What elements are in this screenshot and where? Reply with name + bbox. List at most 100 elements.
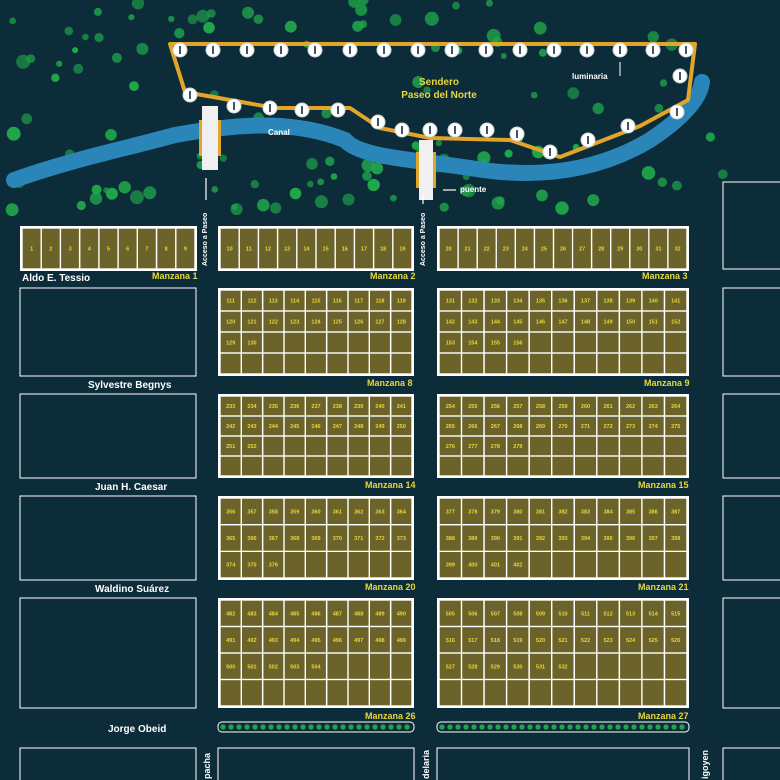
lot-parcel (99, 228, 118, 269)
lot-parcel (665, 498, 687, 524)
lot-number: 387 (671, 509, 680, 515)
lot-parcel (220, 396, 241, 416)
lot-parcel (507, 627, 529, 653)
lot-number: 124 (311, 320, 321, 326)
tree-icon (324, 724, 330, 730)
lot-parcel (642, 311, 664, 332)
lot-parcel (242, 653, 262, 679)
tree-icon (575, 724, 581, 730)
tree-icon (535, 724, 541, 730)
lot-parcel (391, 290, 412, 311)
lot-parcel (391, 332, 412, 353)
lot-parcel (462, 311, 484, 332)
tree-icon (230, 203, 243, 216)
lot-number: 153 (446, 341, 455, 347)
lot-number: 141 (671, 299, 680, 305)
lot-number: 134 (513, 299, 523, 305)
tree-icon (591, 724, 597, 730)
lot-number: 140 (649, 299, 658, 305)
lot-parcel (642, 653, 664, 679)
lot-number: 15 (323, 247, 329, 253)
lot-parcel (242, 436, 262, 456)
tree-icon (316, 724, 322, 730)
lot-number: 240 (375, 404, 384, 410)
lot-parcel (327, 396, 348, 416)
lot-number: 248 (354, 424, 363, 430)
tree-icon (16, 54, 31, 69)
lot-parcel (507, 600, 529, 626)
tree-icon (355, 3, 368, 16)
lot-parcel (176, 228, 195, 269)
tree-icon (64, 26, 74, 36)
lot-number: 119 (397, 299, 406, 305)
lot-parcel (642, 416, 664, 436)
lot-parcel (529, 680, 551, 706)
lot-parcel (263, 600, 284, 626)
lot-parcel (297, 228, 316, 269)
lot-number: 269 (536, 424, 545, 430)
lot-parcel (535, 228, 553, 269)
lot-number: 530 (513, 664, 522, 670)
tree-icon (73, 63, 84, 74)
tree-icon (5, 203, 19, 217)
lot-number: 154 (468, 341, 478, 347)
tree-icon (424, 11, 439, 26)
lot-parcel (439, 498, 461, 524)
lot-parcel (242, 396, 262, 416)
lot-parcel (263, 680, 284, 706)
lot-parcel (575, 396, 597, 416)
lot-number: 523 (604, 638, 613, 644)
tree-icon (527, 724, 533, 730)
tree-icon (252, 724, 258, 730)
lot-number: 256 (491, 404, 500, 410)
lot-parcel (327, 552, 348, 578)
lot-parcel (284, 680, 305, 706)
lot-parcel (306, 416, 326, 436)
tree-icon (447, 724, 453, 730)
lot-number: 491 (226, 638, 235, 644)
lot-parcel (462, 456, 484, 476)
lot-parcel (327, 653, 348, 679)
lot-number: 522 (581, 638, 590, 644)
tree-icon (543, 724, 549, 730)
lot-parcel (263, 653, 284, 679)
tree-icon (718, 169, 728, 179)
lot-parcel (620, 653, 642, 679)
lot-parcel (462, 627, 484, 653)
tree-icon (348, 724, 354, 730)
lot-parcel (439, 332, 461, 353)
lot-number: 152 (671, 320, 680, 326)
block-label-manzana-9: Manzana 9 (644, 378, 690, 388)
lot-number: 245 (290, 424, 299, 430)
lot-parcel (529, 653, 551, 679)
lamp-label: luminaria (572, 72, 608, 81)
lot-number: 257 (513, 404, 522, 410)
tree-icon (342, 193, 355, 206)
lot-number: 495 (311, 638, 320, 644)
tree-icon (592, 102, 604, 115)
tree-icon (51, 73, 60, 83)
lot-number: 361 (333, 509, 342, 515)
lot-parcel (597, 311, 619, 332)
lot-parcel (620, 498, 642, 524)
tree-icon (284, 724, 290, 730)
lot-number: 512 (604, 611, 613, 617)
lot-number: 490 (397, 611, 406, 617)
lot-parcel (642, 525, 664, 551)
lot-number: 1 (30, 247, 33, 253)
lot-parcel (496, 228, 515, 269)
lot-parcel (391, 653, 412, 679)
tree-icon (479, 724, 485, 730)
lot-number: 494 (290, 638, 300, 644)
lot-parcel (348, 552, 369, 578)
tree-icon (641, 166, 656, 180)
lot-parcel (370, 311, 390, 332)
lot-number: 497 (354, 638, 363, 644)
lot-number: 151 (649, 320, 658, 326)
tree-icon (491, 196, 505, 210)
tree-icon (412, 76, 425, 88)
lot-number: 125 (333, 320, 342, 326)
lot-parcel (484, 396, 506, 416)
trail-name-label: Sendero Paseo del Norte (401, 77, 477, 101)
lot-parcel (665, 332, 687, 353)
